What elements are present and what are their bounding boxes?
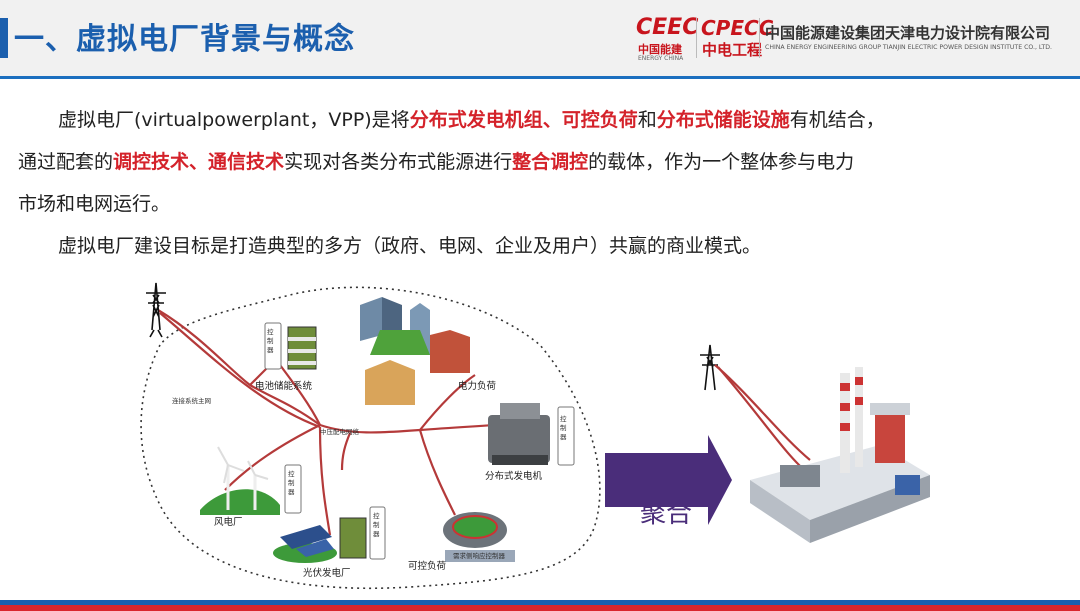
highlight-text: 可控负荷 (561, 109, 638, 131)
highlight-text: 整合调控 (512, 151, 589, 173)
controllable-load-label: 可控负荷 (408, 561, 447, 572)
demand-response-controller-label: 需求侧响应控制器 (453, 552, 505, 560)
cpecc-logo-cn: 中电工程 (702, 41, 763, 59)
highlight-text: 通信技术 (208, 151, 285, 173)
text: 虚拟电厂(virtualpowerplant，VPP)是将 (58, 109, 410, 131)
aggregate-arrow-icon (605, 435, 732, 525)
header-bar (0, 0, 1080, 78)
generator-icon (488, 403, 575, 466)
logo-divider (759, 18, 760, 58)
footer-red-bar (0, 605, 1080, 611)
page-title: 一、虚拟电厂背景与概念 (14, 22, 355, 57)
footer-blue-bar (0, 600, 1080, 605)
highlight-text: 分布式储能设施 (656, 109, 790, 131)
controller-label: 控制器 (267, 328, 274, 354)
highlight-text: 分布式发电机组 (409, 109, 543, 131)
main-grid-label: 连接系统主网 (172, 397, 211, 405)
transmission-tower-icon (146, 282, 166, 338)
paragraph-line-2: 通过配套的调控技术、通信技术实现对各类分布式能源进行整合调控的载体，作为一个整体… (18, 147, 854, 177)
company-name-cn: 中国能源建设集团天津电力设计院有限公司 (765, 24, 1051, 42)
text: 的载体，作为一个整体参与电力 (588, 151, 855, 173)
ceec-logo-cn: 中国能建 (638, 43, 682, 56)
text: 有机结合， (789, 109, 885, 131)
text: 和 (637, 109, 657, 131)
paragraph-line-3: 市场和电网运行。 (18, 193, 171, 215)
controller-label: 控制器 (288, 470, 295, 496)
logo-divider (696, 18, 697, 58)
power-load-label: 电力负荷 (458, 381, 497, 392)
solar-plant-label: 光伏发电厂 (303, 568, 351, 579)
stadium-icon (443, 512, 515, 562)
wind-farm-label: 风电厂 (214, 517, 243, 528)
header-rule (0, 76, 1080, 79)
highlight-text: 、 (542, 109, 562, 131)
controller-label: 控制器 (373, 512, 380, 538)
title-accent (0, 18, 8, 58)
highlight-text: 、 (189, 151, 209, 173)
transmission-tower-icon (700, 344, 720, 391)
text: 通过配套的 (18, 151, 114, 173)
company-name-en: CHINA ENERGY ENGINEERING GROUP TIANJIN E… (765, 44, 1053, 51)
controller-label: 控制器 (560, 415, 567, 441)
battery-storage-icon (264, 322, 317, 370)
buildings-icon (360, 297, 470, 405)
vpp-diagram (140, 282, 930, 590)
ceec-logo-en: ENERGY CHINA (638, 55, 684, 62)
ceec-logo-mark: CEEC (636, 15, 699, 40)
power-plant-icon (700, 344, 930, 543)
vpp-boundary (140, 286, 601, 590)
text: 实现对各类分布式能源进行 (284, 151, 513, 173)
aggregate-label: 聚合 (640, 499, 693, 529)
medium-voltage-grid-label: 中压配电网络 (320, 428, 359, 436)
paragraph-line-1: 虚拟电厂(virtualpowerplant，VPP)是将分布式发电机组、可控负… (58, 105, 885, 135)
solar-farm-icon (273, 506, 386, 563)
cpecc-logo-mark: CPECC (701, 16, 774, 40)
wind-farm-icon (200, 446, 302, 515)
paragraph-line-4: 虚拟电厂建设目标是打造典型的多方（政府、电网、企业及用户）共赢的商业模式。 (58, 235, 762, 257)
distributed-generator-label: 分布式发电机 (485, 471, 543, 482)
battery-storage-label: 电池储能系统 (255, 381, 313, 392)
highlight-text: 调控技术 (113, 151, 190, 173)
